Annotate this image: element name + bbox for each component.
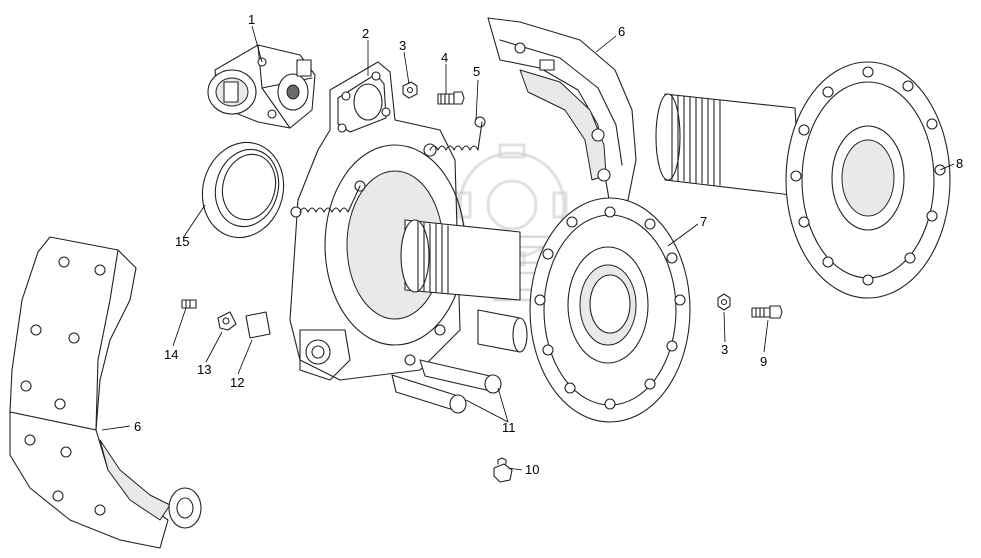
callout-3-right: 3 — [721, 342, 728, 357]
callout-15: 15 — [175, 234, 189, 249]
part-brake-shoe-top — [487, 17, 637, 206]
callout-1: 1 — [248, 12, 255, 27]
part-pins — [391, 309, 528, 414]
part-seal-ring — [201, 141, 285, 239]
callout-14: 14 — [164, 347, 178, 362]
part-nut-top — [402, 81, 418, 99]
callout-13: 13 — [197, 362, 211, 377]
callout-2: 2 — [362, 26, 369, 41]
part-fitting-10 — [493, 457, 513, 483]
callout-6-top: 6 — [618, 24, 625, 39]
part-axle-shaft — [655, 61, 951, 299]
callout-12: 12 — [230, 375, 244, 390]
part-hub-7 — [400, 197, 691, 423]
callout-4: 4 — [441, 50, 448, 65]
part-bolt-4 — [437, 91, 465, 105]
part-wheel-cylinder — [207, 44, 316, 129]
callout-11: 11 — [502, 420, 516, 435]
callout-labels: 1 2 3 4 5 6 7 8 3 9 10 11 12 13 14 15 6 — [134, 12, 963, 477]
callout-3-top: 3 — [399, 38, 406, 53]
part-plate-12 — [245, 311, 271, 339]
callout-7: 7 — [700, 214, 707, 229]
part-brake-carrier — [289, 61, 466, 381]
part-return-springs — [299, 116, 486, 213]
callout-6-bottom: 6 — [134, 419, 141, 434]
callout-5: 5 — [473, 64, 480, 79]
part-clip-13 — [217, 311, 237, 331]
part-bolt-9 — [751, 305, 783, 319]
leader-lines — [101, 25, 955, 471]
callout-8: 8 — [956, 156, 963, 171]
part-bolt-14 — [181, 299, 197, 309]
part-brake-shoe-bottom — [9, 236, 202, 549]
callout-9: 9 — [760, 354, 767, 369]
callout-10: 10 — [525, 462, 539, 477]
part-nut-right — [717, 293, 731, 311]
